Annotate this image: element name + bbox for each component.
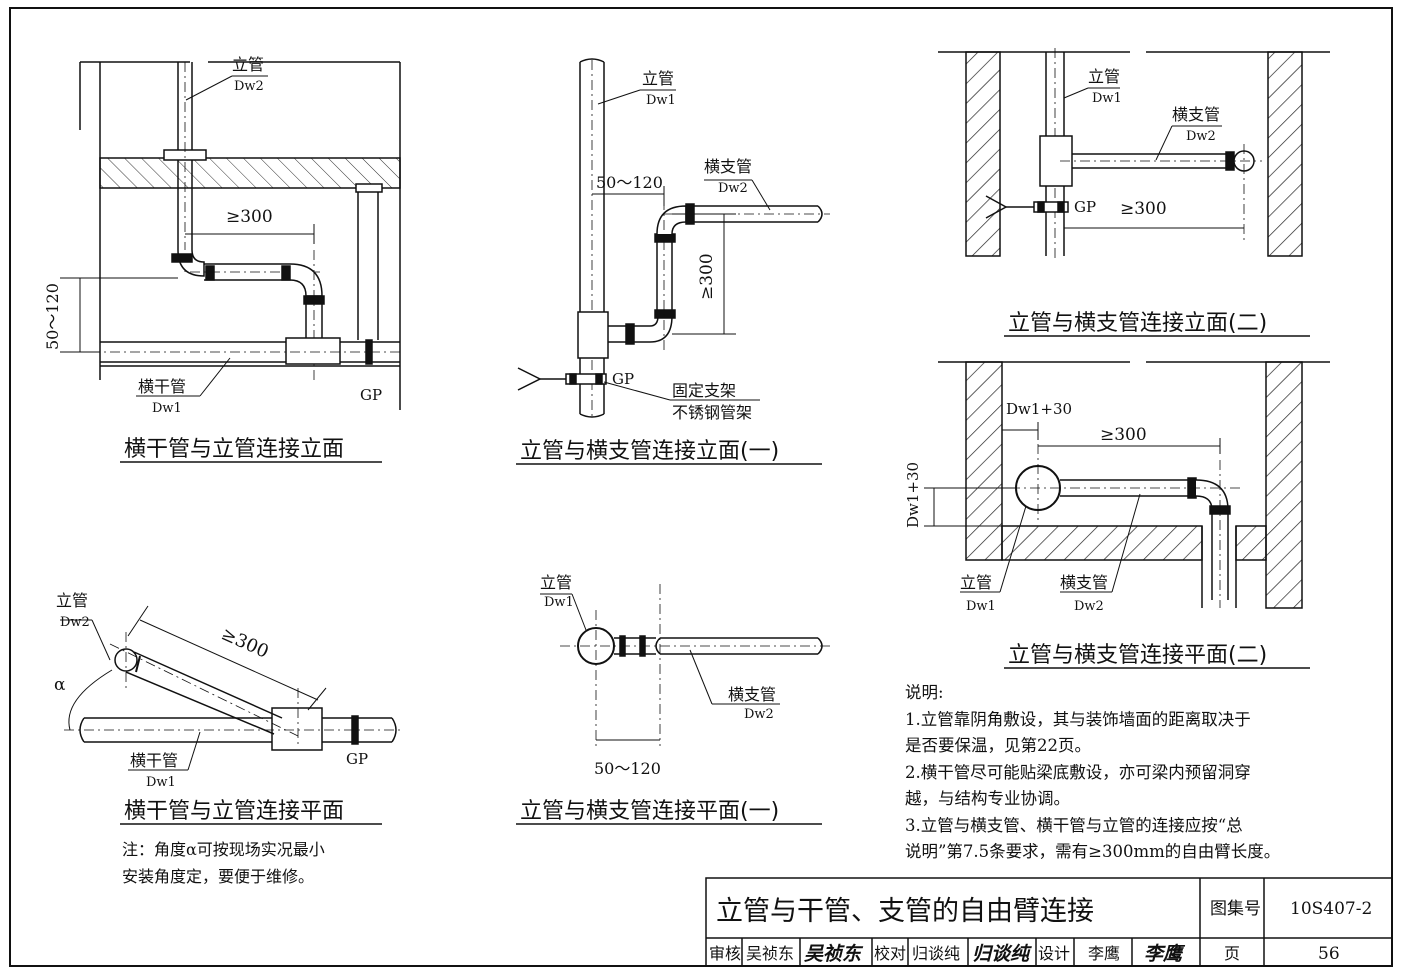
v6-riser-label: 立管 [540, 573, 572, 592]
atlas-number: 10S407-2 [1290, 899, 1372, 919]
v5-dim-free-arm: ≥300 [218, 623, 272, 662]
v1-gp-label: GP [360, 386, 382, 404]
note-line: 越，与结构专业协调。 [905, 789, 1070, 808]
angle-note: 注：角度α可按现场实况最小 安装角度定，要便于维修。 [122, 836, 382, 890]
reviewer-signature: 吴祯东 [804, 943, 864, 965]
v4-dim-free-arm: ≥300 [1100, 425, 1147, 445]
note-line: 3.立管与横支管、横干管与立管的连接应按“总 [905, 815, 1243, 835]
page-label: 页 [1224, 944, 1240, 963]
v5-riser-sub: Dw2 [60, 615, 90, 630]
checker-name: 归谈纯 [912, 944, 960, 963]
v2-riser-label: 立管 [642, 69, 674, 88]
v4-riser-sub: Dw1 [966, 599, 996, 614]
v3-riser-sub: Dw1 [1092, 91, 1122, 106]
v1-main-label: 横干管 [138, 377, 186, 396]
v2-branch-sub: Dw2 [718, 181, 748, 196]
v6-riser-sub: Dw1 [544, 595, 574, 610]
note-line: 1.立管靠阴角敷设，其与装饰墙面的距离取决于 [905, 709, 1251, 729]
drawing-title: 立管与干管、支管的自由臂连接 [716, 896, 1094, 927]
v5-main-sub: Dw1 [146, 775, 176, 790]
atlas-label: 图集号 [1210, 899, 1261, 919]
note-line: 是否要保温，见第22页。 [905, 736, 1091, 755]
v5-gp-label: GP [346, 750, 368, 768]
v2-caption: 立管与横支管连接立面(一) [520, 439, 779, 464]
general-notes: 说明: 1.立管靠阴角敷设，其与装饰墙面的距离取决于 是否要保温，见第22页。 … [905, 680, 1355, 866]
v3-gp-label: GP [1074, 198, 1096, 216]
v2-branch-label: 横支管 [704, 157, 752, 176]
v4-riser-label: 立管 [960, 573, 992, 592]
v2-gp-label: GP [612, 370, 634, 388]
v3-branch-label: 横支管 [1172, 105, 1220, 124]
sheet-border [9, 7, 1393, 967]
v6-caption: 立管与横支管连接平面(一) [520, 799, 779, 824]
view-main-riser-plan [60, 605, 404, 771]
floor-slab [99, 157, 401, 189]
designer-name: 李鹰 [1088, 944, 1120, 963]
v4-caption: 立管与横支管连接平面(二) [1008, 643, 1267, 668]
v5-riser-label: 立管 [56, 591, 88, 610]
v5-angle: α [54, 675, 66, 695]
v1-riser-sub: Dw2 [234, 79, 264, 94]
v4-dim-clear-v: Dw1+30 [904, 462, 922, 528]
designer-signature: 李鹰 [1144, 943, 1186, 965]
v2-dim-offset: 50～120 [596, 173, 663, 192]
v3-dim-free-arm: ≥300 [1120, 199, 1167, 219]
v3-riser-label: 立管 [1088, 67, 1120, 86]
v1-caption: 横干管与立管连接立面 [124, 437, 344, 462]
view-riser-branch-elevation-1 [517, 58, 830, 420]
review-label: 审核 [709, 944, 741, 963]
angle-note-line-1: 注：角度α可按现场实况最小 [122, 840, 325, 859]
v6-dim-offset: 50～120 [594, 759, 661, 778]
v4-branch-sub: Dw2 [1074, 599, 1104, 614]
v5-caption: 横干管与立管连接平面 [124, 799, 344, 824]
reviewer-name: 吴祯东 [746, 944, 794, 963]
page-number: 56 [1318, 944, 1340, 964]
v2-support-label-2: 不锈钢管架 [672, 403, 752, 422]
v5-main-label: 横干管 [130, 751, 178, 770]
v4-dim-clear: Dw1+30 [1006, 400, 1072, 418]
v3-caption: 立管与横支管连接立面(二) [1008, 311, 1267, 336]
v2-riser-sub: Dw1 [646, 93, 676, 108]
view-riser-branch-plan-2 [924, 361, 1330, 609]
view-main-riser-elevation [60, 61, 401, 410]
note-line: 说明”第7.5条要求，需有≥300mm的自由臂长度。 [905, 842, 1281, 861]
v2-dim-free-arm: ≥300 [697, 253, 717, 300]
v6-branch-sub: Dw2 [744, 707, 774, 722]
design-label: 设计 [1038, 944, 1070, 963]
notes-heading: 说明: [905, 683, 944, 702]
v1-main-sub: Dw1 [152, 401, 182, 416]
view-riser-branch-plan-1 [540, 584, 830, 746]
v1-dim-offset: 50～120 [43, 283, 62, 350]
checker-signature: 归谈纯 [972, 943, 1032, 965]
note-line: 2.横干管尽可能贴梁底敷设，亦可梁内预留洞穿 [905, 762, 1251, 782]
title-block [705, 877, 1393, 967]
v3-branch-sub: Dw2 [1186, 129, 1216, 144]
v1-dim-free-arm: ≥300 [226, 207, 273, 227]
check-label: 校对 [874, 944, 906, 963]
v1-riser-label: 立管 [232, 55, 264, 74]
view-riser-branch-elevation-2 [938, 48, 1330, 262]
angle-note-line-2: 安装角度定，要便于维修。 [122, 867, 315, 886]
v2-support-label-1: 固定支架 [672, 381, 736, 400]
v6-branch-label: 横支管 [728, 685, 776, 704]
v4-branch-label: 横支管 [1060, 573, 1108, 592]
